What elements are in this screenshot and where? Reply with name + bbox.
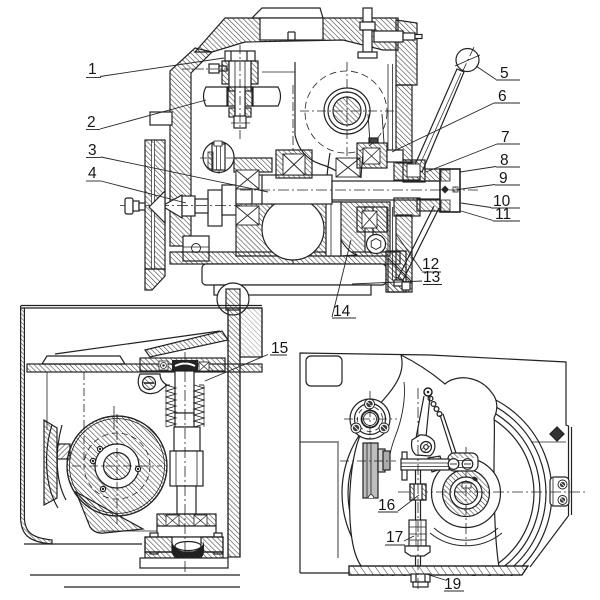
svg-text:19: 19 [444, 576, 461, 593]
svg-text:3: 3 [88, 142, 97, 159]
svg-text:14: 14 [333, 303, 351, 320]
svg-text:9: 9 [499, 170, 508, 187]
svg-text:11: 11 [495, 206, 511, 223]
svg-text:5: 5 [500, 65, 509, 82]
svg-text:2: 2 [87, 114, 96, 131]
svg-text:7: 7 [501, 129, 510, 146]
svg-text:6: 6 [498, 88, 507, 105]
svg-text:17: 17 [386, 529, 403, 546]
svg-text:12: 12 [422, 256, 439, 273]
svg-text:8: 8 [500, 152, 509, 169]
svg-text:10: 10 [493, 193, 511, 210]
svg-text:1: 1 [88, 61, 97, 78]
svg-text:13: 13 [423, 269, 440, 286]
svg-text:4: 4 [88, 165, 97, 182]
svg-text:15: 15 [271, 340, 288, 357]
svg-text:16: 16 [378, 497, 395, 514]
